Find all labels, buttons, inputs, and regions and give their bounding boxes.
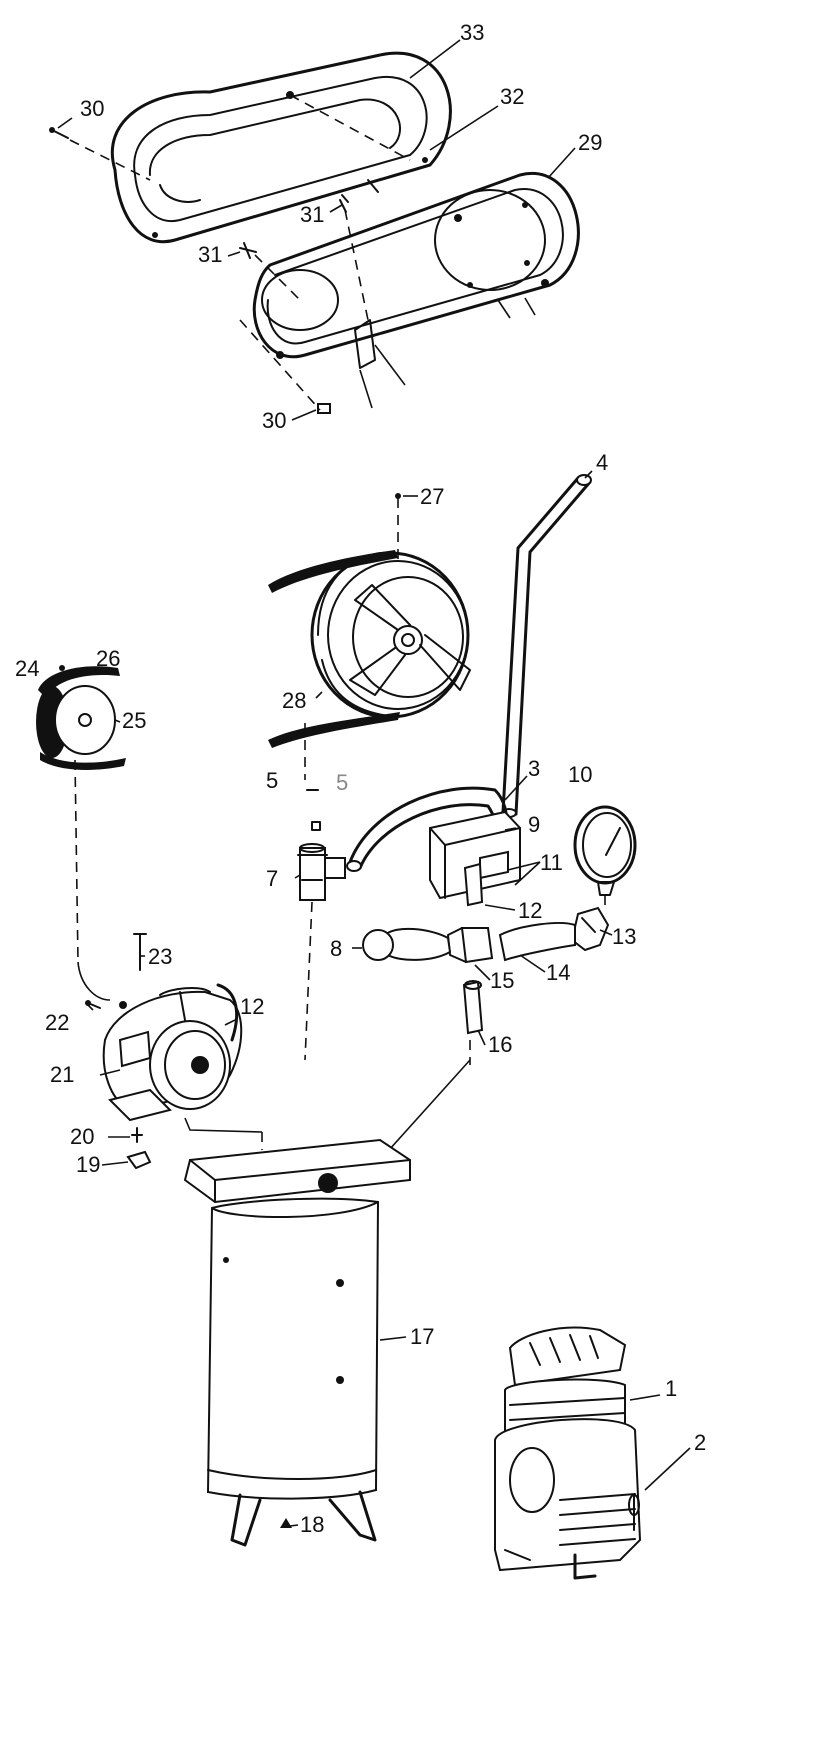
label-33: 33 xyxy=(460,20,484,45)
pressure-switch xyxy=(429,810,521,907)
label-17: 17 xyxy=(410,1324,434,1349)
flywheel xyxy=(268,550,471,748)
label-2: 2 xyxy=(694,1430,706,1455)
label-12-motor: 12 xyxy=(240,994,264,1019)
check-valve xyxy=(297,821,346,901)
label-14: 14 xyxy=(546,960,570,985)
label-3: 3 xyxy=(528,756,540,781)
label-5-faint: 5 xyxy=(336,770,348,795)
label-15: 15 xyxy=(490,968,514,993)
guard-fasteners xyxy=(49,127,379,414)
air-tank xyxy=(183,1138,411,1547)
motor-pulley xyxy=(36,665,126,770)
label-11: 11 xyxy=(540,850,563,875)
label-31-upper: 31 xyxy=(300,202,324,227)
label-26: 26 xyxy=(96,646,120,671)
label-31-lower: 31 xyxy=(198,242,222,267)
label-19: 19 xyxy=(76,1152,100,1177)
label-1: 1 xyxy=(665,1376,677,1401)
label-29: 29 xyxy=(578,130,602,155)
pressure-gauge xyxy=(573,805,637,896)
manifold-fittings xyxy=(362,906,610,1035)
label-32: 32 xyxy=(500,84,524,109)
compressor-pump xyxy=(494,1326,642,1580)
label-30-bottom: 30 xyxy=(262,408,286,433)
label-18: 18 xyxy=(300,1512,324,1537)
belt-guard-rear-cover xyxy=(110,51,452,244)
leader-lines xyxy=(57,39,691,1527)
label-4: 4 xyxy=(596,450,608,475)
label-9: 9 xyxy=(528,812,540,837)
label-10: 10 xyxy=(568,762,592,787)
label-20: 20 xyxy=(70,1124,94,1149)
label-24: 24 xyxy=(15,656,39,681)
label-16: 16 xyxy=(488,1032,512,1057)
belt-guard-front-cover xyxy=(252,171,580,369)
electric-motor xyxy=(102,983,243,1122)
label-28: 28 xyxy=(282,688,306,713)
label-21: 21 xyxy=(50,1062,74,1087)
label-13: 13 xyxy=(612,924,636,949)
label-22: 22 xyxy=(45,1010,69,1035)
label-23: 23 xyxy=(148,944,172,969)
part-number-labels: 33 30 32 29 31 31 30 4 27 24 26 25 28 3 … xyxy=(15,20,706,1537)
label-8: 8 xyxy=(330,936,342,961)
label-30-top: 30 xyxy=(80,96,104,121)
label-25: 25 xyxy=(122,708,146,733)
label-27: 27 xyxy=(420,484,444,509)
label-7: 7 xyxy=(266,866,278,891)
label-12-switch: 12 xyxy=(518,898,542,923)
motor-fasteners xyxy=(85,933,152,1170)
label-5: 5 xyxy=(266,768,278,793)
